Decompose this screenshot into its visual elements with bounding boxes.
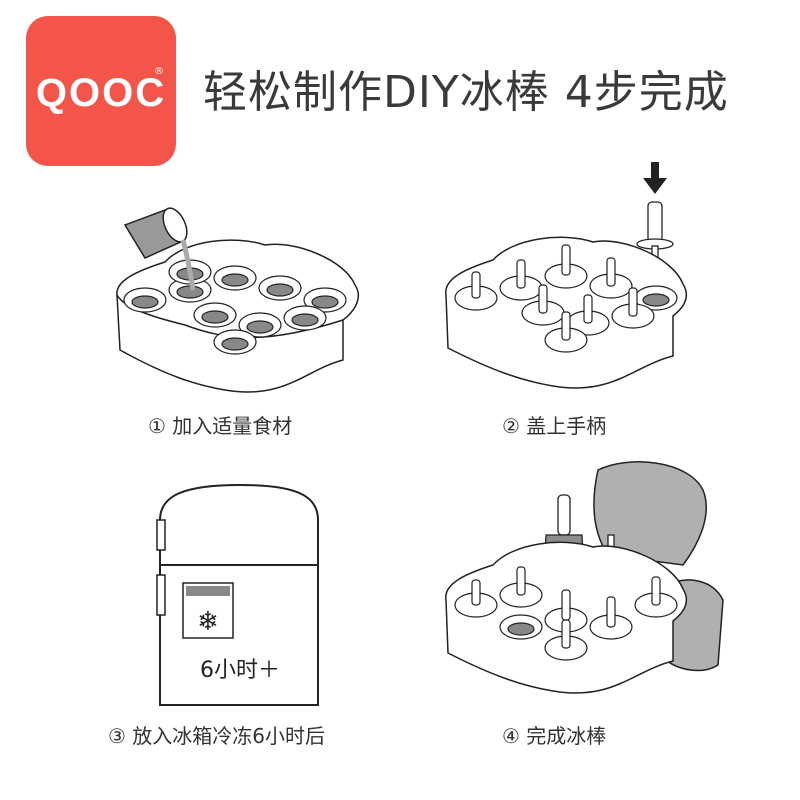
- pouring-cup-icon: [123, 207, 196, 291]
- brand-logo: QOOC ®: [26, 16, 176, 166]
- step1-illustration: [116, 207, 360, 393]
- step4-illustration: [445, 461, 724, 694]
- logo-text: QOOC: [35, 71, 167, 115]
- registered-mark: ®: [154, 66, 164, 77]
- step4-label: ④ 完成冰棒: [502, 724, 607, 748]
- down-arrow-icon: [643, 162, 667, 194]
- step3-label: ③ 放入冰箱冷冻6小时后: [108, 724, 326, 748]
- step3-illustration: ❄: [156, 483, 319, 706]
- step1-label: ① 加入适量食材: [148, 414, 293, 438]
- step2-illustration: [445, 162, 688, 389]
- freeze-time-label: 6小时＋: [200, 658, 280, 683]
- snowflake-icon: ❄: [197, 607, 219, 637]
- step2-label: ② 盖上手柄: [502, 414, 607, 438]
- page-title: 轻松制作DIY冰棒 4步完成: [203, 67, 729, 118]
